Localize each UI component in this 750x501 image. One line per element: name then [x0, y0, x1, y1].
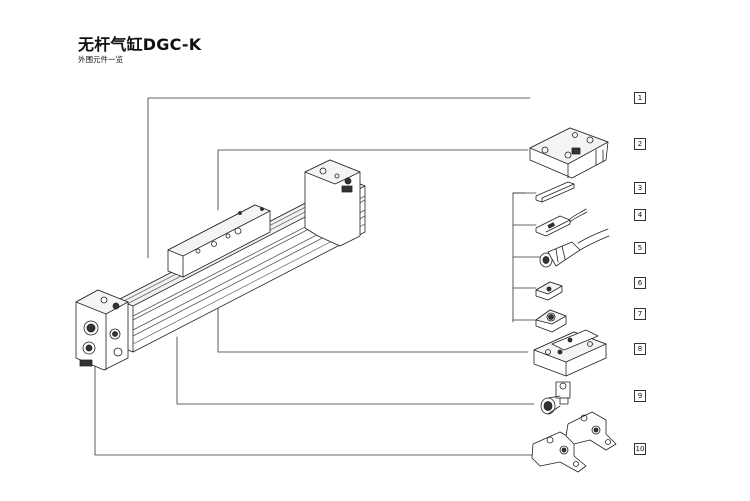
- leader-10: [94, 363, 534, 456]
- proximity-sensor: [535, 208, 588, 237]
- slot-nut-large: [535, 309, 567, 333]
- callout-8: 8: [634, 343, 646, 355]
- leader-9: [176, 336, 535, 405]
- leader-1: [147, 97, 531, 259]
- page-subtitle: 外围元件一览: [78, 55, 123, 64]
- leader-2: [217, 149, 529, 211]
- cylinder-dgc-k: [75, 159, 366, 371]
- title-block: 无杆气缸DGC-K 外围元件一览: [78, 36, 201, 65]
- callout-4: 4: [634, 209, 646, 221]
- callout-2: 2: [634, 138, 646, 150]
- callout-1: 1: [634, 92, 646, 104]
- leader-lines: [94, 97, 541, 456]
- push-in-fitting: [540, 381, 571, 415]
- callout-10: 10: [634, 443, 646, 455]
- callout-6: 6: [634, 277, 646, 289]
- adapter-plate: [533, 329, 607, 377]
- callout-3: 3: [634, 182, 646, 194]
- callout-5: 5: [634, 242, 646, 254]
- page-title: 无杆气缸DGC-K: [78, 35, 202, 54]
- foot-mounting: [531, 411, 617, 473]
- slot-cover: [535, 181, 575, 203]
- callout-9: 9: [634, 390, 646, 402]
- mounting-plate: [529, 127, 609, 179]
- slot-nut-small: [535, 281, 563, 301]
- connecting-cable: [539, 228, 610, 268]
- leader-bracket: [512, 192, 526, 323]
- callout-7: 7: [634, 308, 646, 320]
